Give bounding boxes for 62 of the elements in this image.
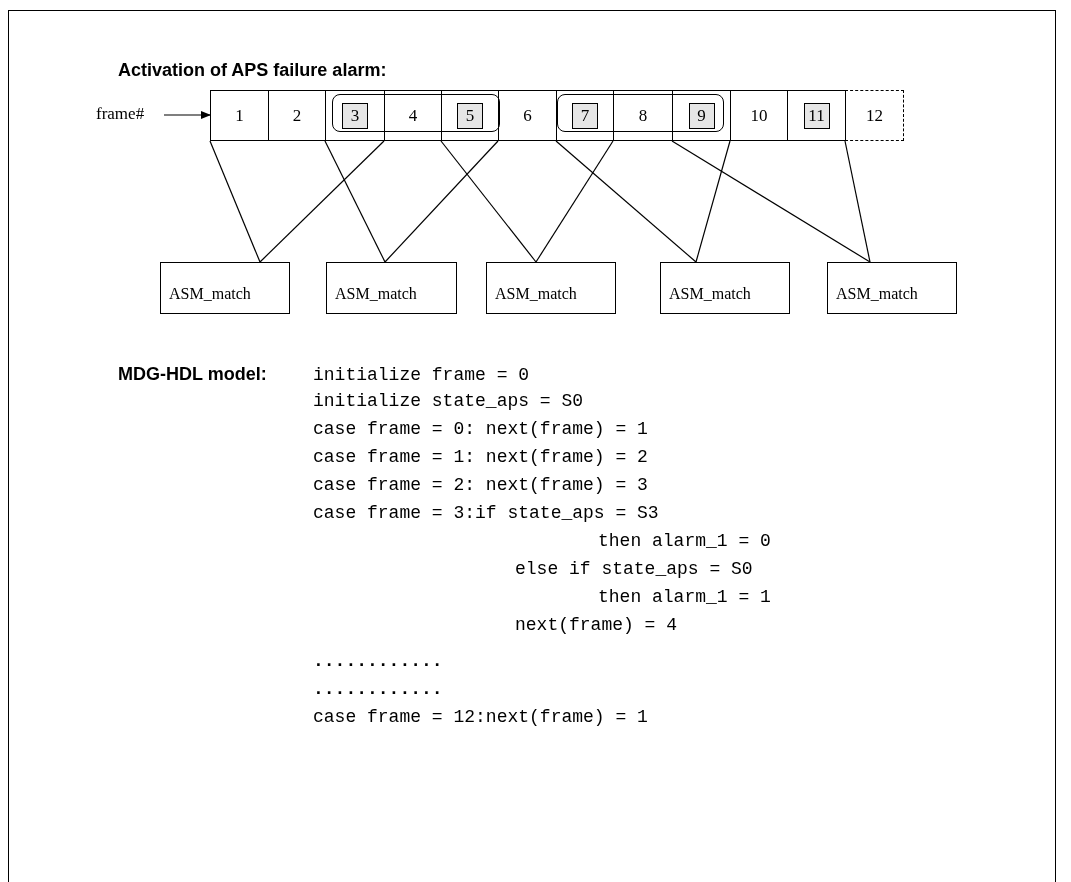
- frame-cell: [613, 90, 673, 141]
- code-line: case frame = 1: next(frame) = 2: [313, 446, 648, 468]
- connector-line: [209, 140, 261, 263]
- code-line: case frame = 0: next(frame) = 1: [313, 418, 648, 440]
- row-label: frame#: [96, 104, 145, 124]
- ellipsis-line: ............: [313, 678, 443, 700]
- box-label: ASM_match: [495, 285, 577, 303]
- box-label: ASM_match: [169, 285, 251, 303]
- code-line: case frame = 12:next(frame) = 1: [313, 706, 648, 728]
- frame-number: 8: [637, 104, 649, 127]
- match-box: [160, 262, 290, 314]
- frame-number: 2: [291, 104, 303, 127]
- window-outline: [332, 94, 500, 132]
- frame-number: 4: [407, 104, 419, 127]
- code-line: then alarm_1 = 1: [598, 586, 771, 608]
- frame-cell: [268, 90, 326, 141]
- code-line: next(frame) = 4: [515, 614, 678, 636]
- ellipsis-line: ............: [313, 650, 443, 672]
- frame-cell: [325, 90, 385, 141]
- frame-number: 7: [572, 102, 598, 129]
- frame-cell: [730, 90, 788, 141]
- connector-line: [695, 140, 731, 263]
- frame-cell: [672, 90, 731, 141]
- frame-cell: [787, 90, 846, 141]
- code-line: initialize frame = 0: [313, 364, 530, 386]
- window-outline: [557, 94, 724, 132]
- connector-line: [259, 140, 385, 263]
- frame-cell: [210, 90, 269, 141]
- frame-cell: [556, 90, 614, 141]
- frame-number: 6: [522, 104, 533, 127]
- section-label: MDG-HDL model:: [118, 364, 267, 385]
- match-box: [486, 262, 616, 314]
- connector-line: [555, 140, 697, 263]
- box-label: ASM_match: [335, 285, 417, 303]
- frame-number: 5: [457, 102, 483, 129]
- code-line: case frame = 2: next(frame) = 3: [313, 474, 648, 496]
- frame-number: 3: [342, 102, 368, 129]
- code-line: case frame = 3:if state_aps = S3: [313, 502, 659, 524]
- frame-number: 12: [865, 104, 884, 127]
- frame-cell: [498, 90, 557, 141]
- title: Activation of APS failure alarm:: [118, 60, 387, 81]
- connector-line: [671, 140, 871, 263]
- frame-number: 11: [803, 102, 830, 129]
- arrow: [163, 111, 211, 119]
- frame-cell: [384, 90, 442, 141]
- match-box: [660, 262, 790, 314]
- box-label: ASM_match: [669, 285, 751, 303]
- code-line: then alarm_1 = 0: [598, 530, 771, 552]
- match-box: [326, 262, 457, 314]
- frame-cell: [845, 90, 904, 141]
- connector-line: [324, 140, 386, 263]
- match-box: [827, 262, 957, 314]
- frame-number: 10: [749, 104, 769, 127]
- box-label: ASM_match: [836, 285, 918, 303]
- connector-line: [440, 140, 537, 263]
- frame-number: 1: [234, 104, 245, 127]
- connector-line: [384, 140, 499, 263]
- code-line: else if state_aps = S0: [515, 558, 753, 580]
- frame-number: 9: [688, 102, 715, 129]
- frame-cell: [441, 90, 499, 141]
- code-line: initialize state_aps = S0: [313, 390, 584, 412]
- connector-line: [844, 140, 871, 263]
